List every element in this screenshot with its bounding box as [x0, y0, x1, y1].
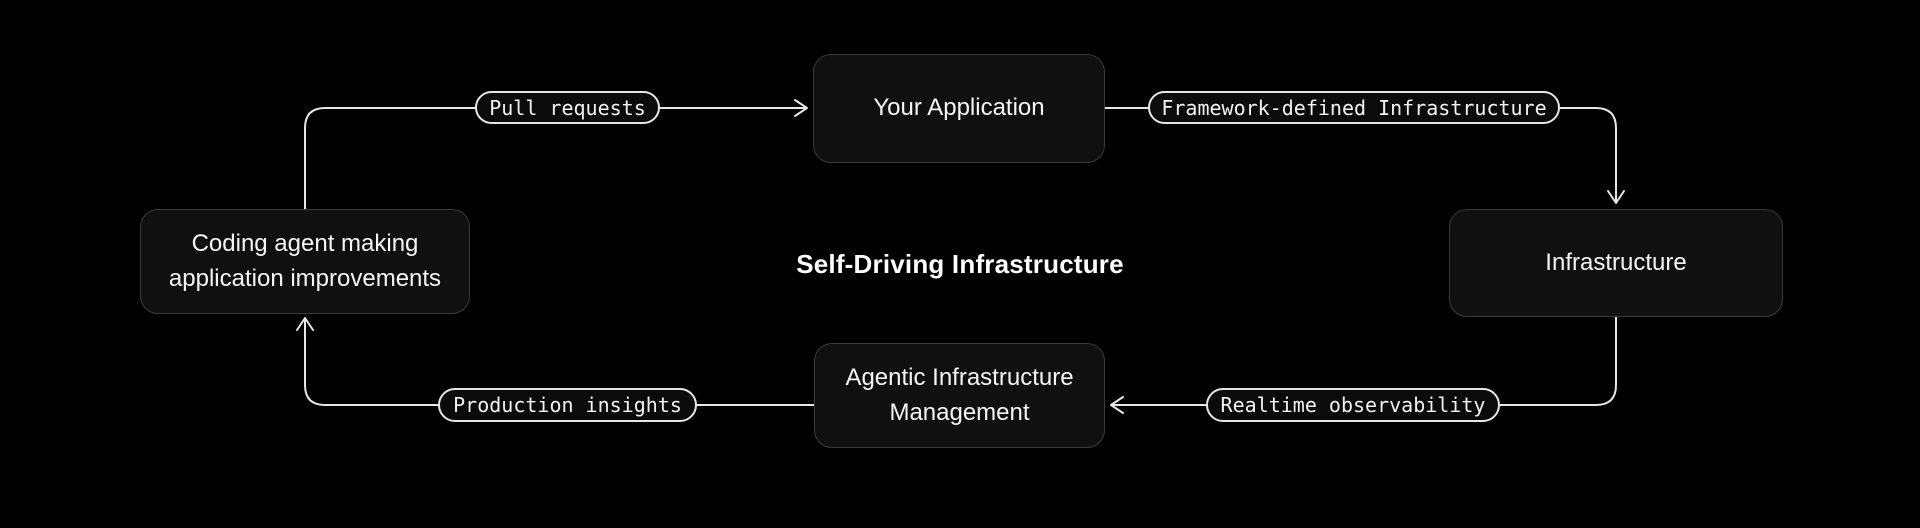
- arrowhead-right-icon: [794, 99, 808, 117]
- edge-label-text: Realtime observability: [1220, 393, 1486, 417]
- connector-infrastructure-to-agentic: [1111, 316, 1617, 406]
- arrowhead-left-icon: [1110, 396, 1124, 414]
- edge-label-realtime-observability: Realtime observability: [1206, 388, 1500, 422]
- edge-label-text: Production insights: [453, 393, 682, 417]
- node-your-application: Your Application: [813, 54, 1105, 163]
- node-label: Your Application: [873, 94, 1045, 122]
- edge-label-production-insights: Production insights: [438, 388, 697, 422]
- node-agentic-infrastructure-management: Agentic Infrastructure Management: [814, 343, 1105, 448]
- arrowhead-up-icon: [296, 317, 314, 331]
- connector-your-application-to-infrastructure: [1104, 107, 1617, 203]
- diagram-title: Self-Driving Infrastructure: [796, 249, 1124, 279]
- arrowhead-down-icon: [1607, 190, 1625, 204]
- edge-label-pull-requests: Pull requests: [475, 91, 660, 124]
- node-coding-agent: Coding agent making application improvem…: [140, 209, 470, 314]
- connector-coding-agent-to-your-application: [304, 107, 807, 210]
- edge-label-text: Pull requests: [489, 95, 646, 120]
- connector-agentic-to-coding-agent: [304, 318, 815, 406]
- node-label: Infrastructure: [1545, 248, 1687, 276]
- edge-label-text: Framework-defined Infrastructure: [1161, 95, 1547, 120]
- edge-label-framework-defined-infrastructure: Framework-defined Infrastructure: [1148, 91, 1560, 124]
- node-label: Agentic Infrastructure Management: [845, 364, 1074, 426]
- node-label: Coding agent making application improvem…: [168, 230, 442, 292]
- node-infrastructure: Infrastructure: [1449, 209, 1783, 317]
